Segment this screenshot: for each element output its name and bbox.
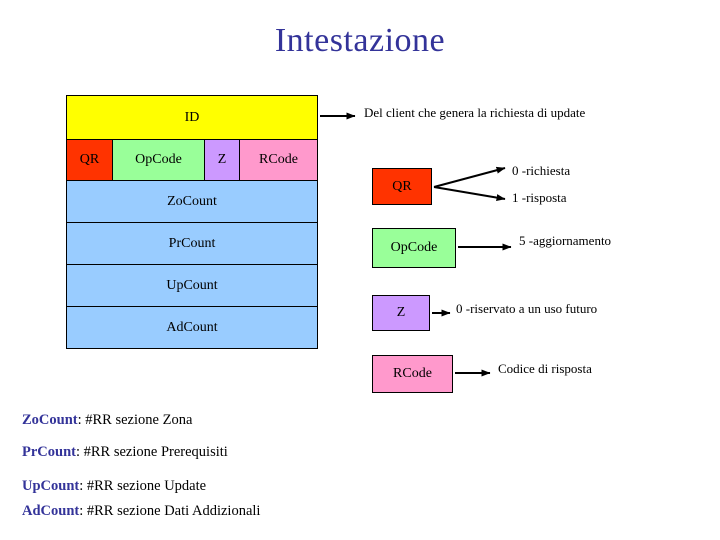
legend-item-prcount: PrCount: #RR sezione Prerequisiti	[22, 444, 228, 461]
annotation-id-note: Del client che genera la richiesta di up…	[364, 105, 586, 120]
packet-field-rcode: RCode	[239, 139, 318, 181]
callout-box-z: Z	[372, 295, 430, 331]
packet-field-rcode-label: RCode	[259, 152, 298, 167]
legend-item-adcount: AdCount: #RR sezione Dati Addizionali	[22, 503, 260, 520]
legend-item-upcount: UpCount: #RR sezione Update	[22, 478, 206, 495]
legend-desc-zocount: #RR sezione Zona	[85, 412, 193, 428]
callout-box-opcode: OpCode	[372, 228, 456, 268]
annotation-rcode-value: Codice di risposta	[498, 361, 592, 376]
callout-box-qr-label: QR	[392, 178, 412, 194]
packet-field-id: ID	[66, 95, 318, 140]
arrow-qr-to-risposta	[433, 186, 506, 202]
legend-key-adcount: AdCount	[22, 503, 80, 519]
legend-desc-adcount: #RR sezione Dati Addizionali	[86, 503, 261, 519]
packet-field-qr-label: QR	[79, 152, 100, 167]
packet-field-opcode-label: OpCode	[135, 152, 182, 167]
packet-field-prcount: PrCount	[66, 222, 318, 265]
packet-field-id-label: ID	[184, 109, 200, 125]
packet-field-upcount-label: UpCount	[166, 277, 218, 293]
legend-sep-adcount: :	[79, 503, 87, 519]
packet-field-zocount-label: ZoCount	[167, 193, 217, 209]
annotation-opcode-value: 5 -aggiornamento	[519, 233, 612, 248]
callout-box-z-label: Z	[396, 305, 406, 320]
legend-sep-zocount: :	[77, 412, 86, 428]
legend-item-zocount: ZoCount: #RR sezione Zona	[22, 412, 192, 429]
packet-field-zocount: ZoCount	[66, 180, 318, 223]
legend-key-prcount: PrCount	[22, 444, 76, 460]
annotation-qr-value-1: 1 -risposta	[512, 190, 567, 205]
packet-field-z-label: Z	[217, 152, 227, 167]
callout-box-opcode-label: OpCode	[390, 240, 438, 255]
callout-box-qr: QR	[372, 168, 432, 205]
legend-sep-prcount: :	[75, 444, 84, 460]
packet-field-z: Z	[204, 139, 240, 181]
packet-field-qr: QR	[66, 139, 113, 181]
arrow-qr-to-richiesta	[433, 166, 506, 188]
legend-sep-upcount: :	[79, 478, 87, 494]
callout-box-rcode: RCode	[372, 355, 453, 393]
packet-field-upcount: UpCount	[66, 264, 318, 307]
legend-desc-prcount: #RR sezione Prerequisiti	[83, 444, 228, 460]
legend-desc-upcount: #RR sezione Update	[86, 478, 207, 494]
packet-field-adcount-label: AdCount	[166, 319, 218, 335]
legend-key-upcount: UpCount	[22, 478, 80, 494]
packet-field-prcount-label: PrCount	[168, 235, 216, 251]
legend-key-zocount: ZoCount	[22, 412, 78, 428]
packet-field-opcode: OpCode	[112, 139, 205, 181]
annotation-qr-value-0: 0 -richiesta	[512, 163, 571, 178]
callout-box-rcode-label: RCode	[393, 366, 432, 381]
annotation-z-value: 0 -riservato a un uso futuro	[456, 301, 598, 316]
page-title: Intestazione	[274, 22, 446, 59]
packet-field-adcount: AdCount	[66, 306, 318, 349]
